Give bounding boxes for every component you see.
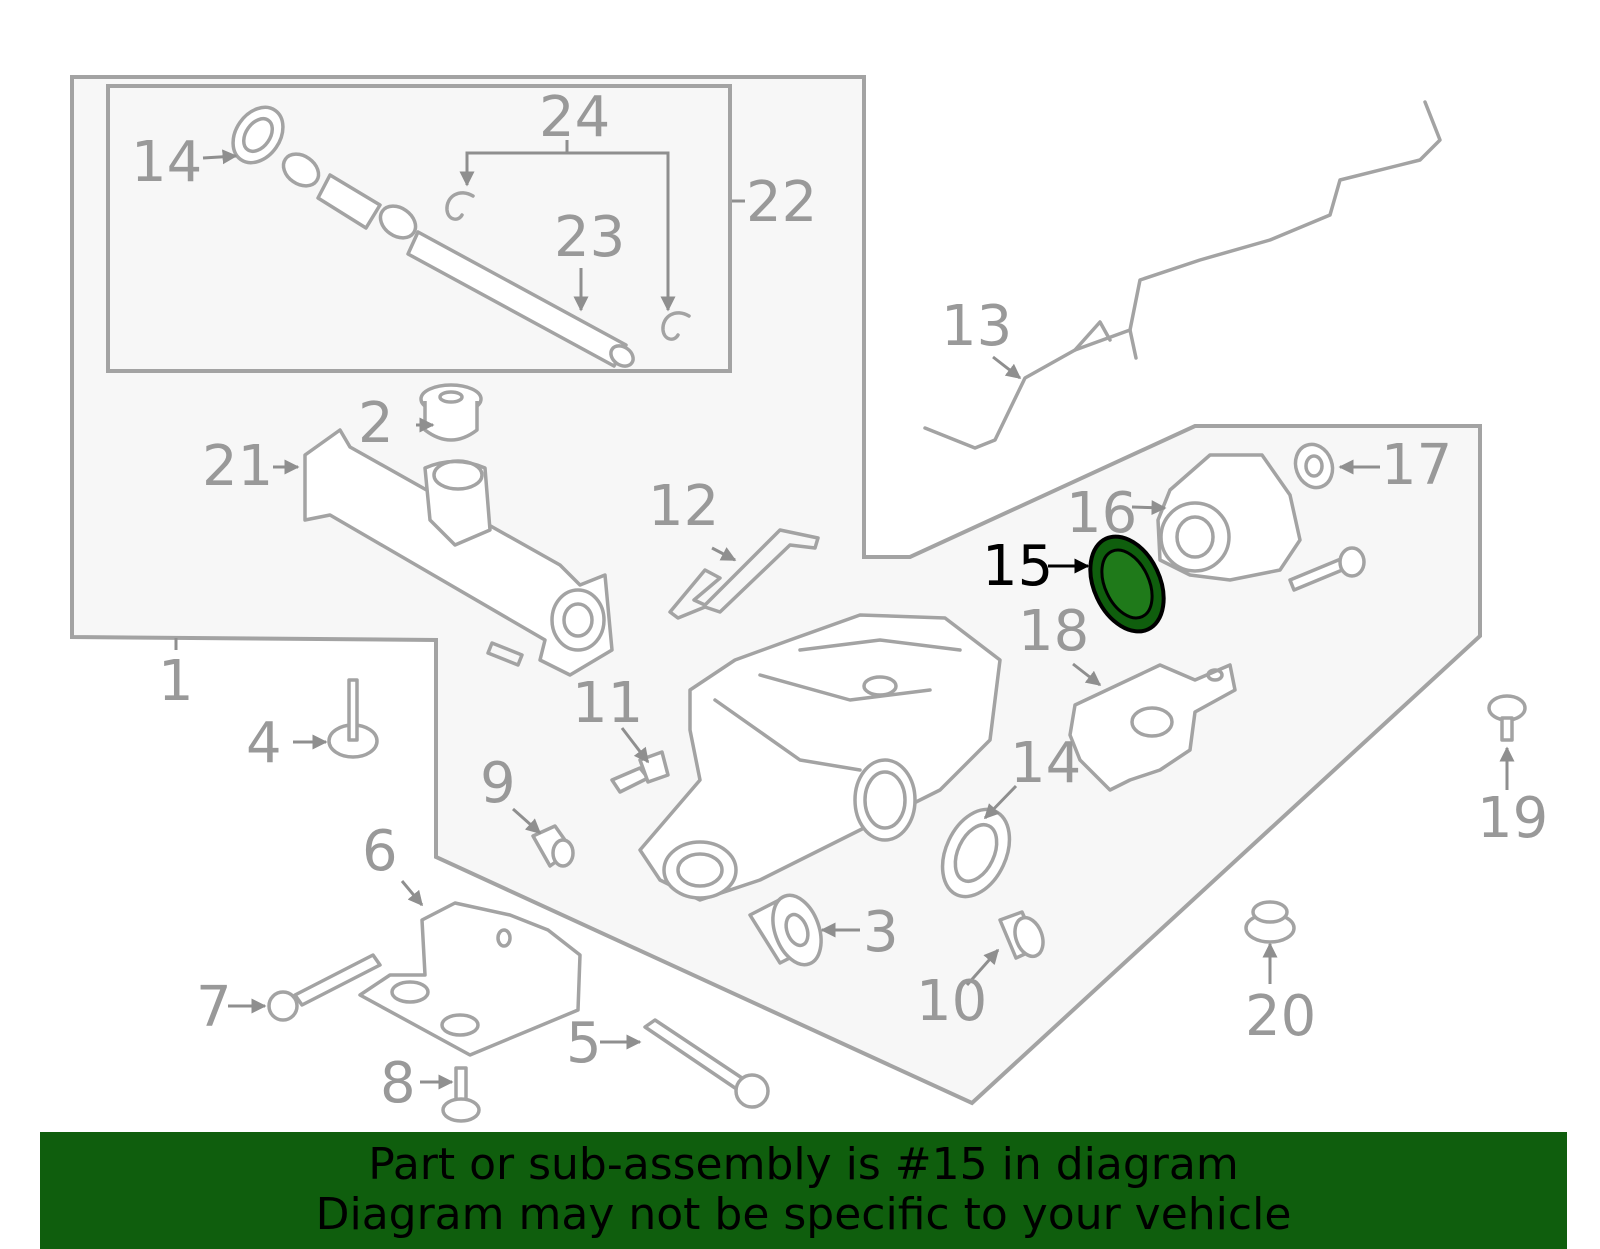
callout-18: 18 [1018,599,1089,664]
callout-5: 5 [566,1011,602,1076]
callout-17: 17 [1381,433,1452,498]
callout-11: 11 [572,671,643,736]
banner-line-2: Diagram may not be specific to your vehi… [315,1189,1292,1240]
seal-part-14-lower [940,807,1012,899]
callout-15-highlighted: 15 [982,534,1053,599]
callout-2: 2 [358,391,394,456]
seal-part-15-highlighted [1088,534,1166,634]
bolt-part-5 [643,1018,770,1109]
callout-20: 20 [1245,984,1316,1049]
vent-hose-part-13 [923,100,1442,450]
callout-4: 4 [246,711,282,776]
mount-part-2 [419,383,483,442]
seal-part-14-top [231,105,285,165]
bushing-part-9 [531,824,575,868]
snap-ring-part-24-lower [661,311,691,341]
callout-6: 6 [362,819,398,884]
axle-shaft-subassembly-frame [106,84,732,373]
callout-23: 23 [554,205,625,270]
callout-14-lower: 14 [1010,731,1081,796]
callout-8: 8 [380,1051,416,1116]
bracket-part-12 [668,528,820,620]
bolt-part-8 [441,1066,481,1123]
callout-7: 7 [196,975,232,1040]
callout-14-top: 14 [131,130,202,195]
callout-12: 12 [648,474,719,539]
vent-hose-clip [1073,320,1138,360]
axle-shaft-part-23 [281,152,635,368]
snap-ring-part-24-upper [445,191,475,221]
callout-21: 21 [202,434,273,499]
banner-line-1: Part or sub-assembly is #15 in diagram [368,1139,1239,1190]
bolt-part-4 [327,678,379,759]
callout-16: 16 [1066,481,1137,546]
bushing-part-10 [998,910,1045,960]
callout-22: 22 [746,170,817,235]
leader-lines [174,140,1515,1090]
mount-part-18 [1068,663,1237,792]
nut-part-20 [1244,900,1296,944]
bracket-part-6 [358,901,582,1057]
bolt-part-19 [1487,694,1527,742]
differential-housing [638,613,1002,902]
callout-10: 10 [916,969,987,1034]
bushing-part-3 [748,893,823,967]
info-banner: Part or sub-assembly is #15 in diagram D… [40,1132,1567,1249]
bolt-cover [1288,546,1366,592]
plug-part-17 [1293,442,1335,490]
callout-19: 19 [1477,786,1548,851]
callout-1: 1 [158,649,194,714]
cover-part-16 [1156,453,1302,582]
callout-3: 3 [863,900,899,965]
callout-9: 9 [480,751,516,816]
callout-24: 24 [539,85,610,150]
bolt-part-7 [267,953,382,1022]
callout-13: 13 [941,294,1012,359]
crossmember-part-21 [303,428,614,677]
